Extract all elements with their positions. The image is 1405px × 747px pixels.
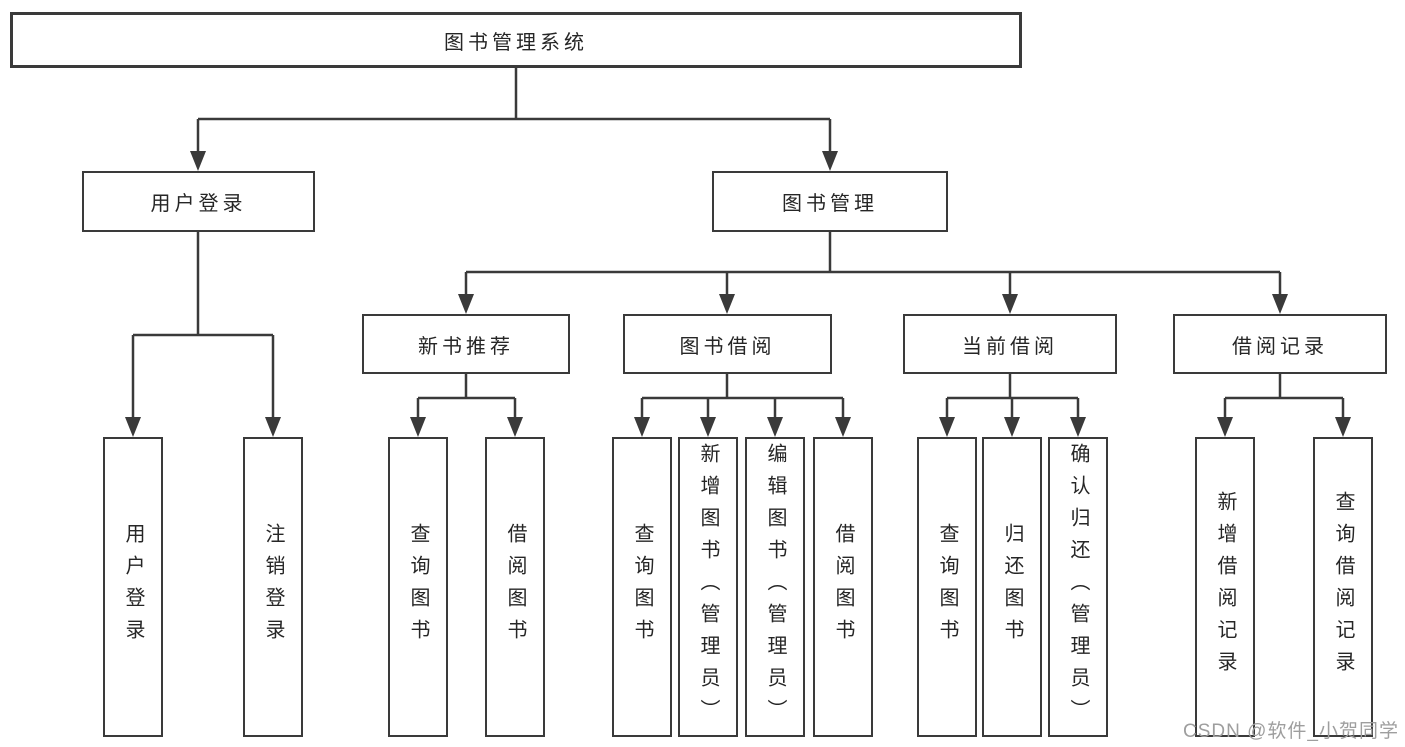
- edge-borrowrecords-to-children: [1223, 374, 1345, 419]
- arrowhead-bb-borrow-books: [835, 417, 851, 437]
- node-bb-query-books-label: 查询图书: [631, 523, 653, 651]
- node-br-query-record-label: 查询借阅记录: [1332, 491, 1354, 683]
- edge-currentborrow-to-children: [945, 374, 1080, 419]
- node-root-label: 图书管理系统: [444, 31, 588, 54]
- node-book-borrow: 图书借阅: [623, 314, 832, 374]
- arrowhead-cb-query-books: [939, 417, 955, 437]
- node-bb-add-books-label: 新增图书（管理员）: [697, 443, 719, 731]
- node-bb-borrow-books-label: 借阅图书: [832, 523, 854, 651]
- arrowhead-borrow-records: [1272, 294, 1288, 314]
- arrowhead-rec-query-books: [410, 417, 426, 437]
- edge-root-to-level2: [196, 68, 832, 153]
- node-rec-borrow-books: 借阅图书: [485, 437, 545, 737]
- node-cb-return-books: 归还图书: [982, 437, 1042, 737]
- node-rec-query-books-label: 查询图书: [407, 523, 429, 651]
- arrowhead-bb-query-books: [634, 417, 650, 437]
- node-user-login: 用户登录: [82, 171, 315, 232]
- edge-bookborrow-to-children: [640, 374, 845, 419]
- arrowhead-cb-return-books: [1004, 417, 1020, 437]
- node-new-book-rec: 新书推荐: [362, 314, 570, 374]
- arrowhead-cb-confirm-return: [1070, 417, 1086, 437]
- arrowhead-login-action: [125, 417, 141, 437]
- node-bb-query-books: 查询图书: [612, 437, 672, 737]
- node-rec-query-books: 查询图书: [388, 437, 448, 737]
- arrowhead-book-mgmt: [822, 151, 838, 171]
- node-book-mgmt-label: 图书管理: [782, 193, 878, 215]
- watermark: CSDN @软件_小贺同学: [1183, 721, 1399, 742]
- node-br-query-record: 查询借阅记录: [1313, 437, 1373, 737]
- node-br-add-record: 新增借阅记录: [1195, 437, 1255, 737]
- node-br-add-record-label: 新增借阅记录: [1214, 491, 1236, 683]
- arrowhead-user-login: [190, 151, 206, 171]
- edge-bookmgmt-to-level3: [464, 232, 1282, 296]
- node-book-mgmt: 图书管理: [712, 171, 948, 232]
- node-login-action-label: 用户登录: [122, 523, 144, 651]
- node-cb-confirm-return: 确认归还（管理员）: [1048, 437, 1108, 737]
- node-logout-action: 注销登录: [243, 437, 303, 737]
- arrowhead-new-book-rec: [458, 294, 474, 314]
- node-borrow-records: 借阅记录: [1173, 314, 1387, 374]
- node-borrow-records-label: 借阅记录: [1232, 335, 1328, 358]
- arrowhead-book-borrow: [719, 294, 735, 314]
- arrowhead-current-borrow: [1002, 294, 1018, 314]
- node-user-login-label: 用户登录: [150, 193, 247, 215]
- node-bb-edit-books-label: 编辑图书（管理员）: [764, 443, 786, 731]
- node-rec-borrow-books-label: 借阅图书: [504, 523, 526, 651]
- node-cb-confirm-return-label: 确认归还（管理员）: [1067, 443, 1089, 731]
- edge-userlogin-to-children: [131, 232, 275, 419]
- node-login-action: 用户登录: [103, 437, 163, 737]
- node-bb-borrow-books: 借阅图书: [813, 437, 873, 737]
- node-book-borrow-label: 图书借阅: [679, 335, 776, 358]
- node-cb-query-books: 查询图书: [917, 437, 977, 737]
- node-new-book-rec-label: 新书推荐: [418, 335, 514, 358]
- node-bb-edit-books: 编辑图书（管理员）: [745, 437, 805, 737]
- arrowhead-br-add-record: [1217, 417, 1233, 437]
- node-cb-return-books-label: 归还图书: [1001, 523, 1023, 651]
- node-bb-add-books: 新增图书（管理员）: [678, 437, 738, 737]
- node-current-borrow: 当前借阅: [903, 314, 1117, 374]
- arrowhead-rec-borrow-books: [507, 417, 523, 437]
- node-current-borrow-label: 当前借阅: [962, 335, 1058, 358]
- arrowhead-bb-edit-books: [767, 417, 783, 437]
- node-logout-action-label: 注销登录: [262, 523, 284, 651]
- arrowhead-br-query-record: [1335, 417, 1351, 437]
- arrowhead-bb-add-books: [700, 417, 716, 437]
- edge-newbookrec-to-children: [416, 374, 517, 419]
- node-root: 图书管理系统: [10, 12, 1022, 68]
- arrowhead-logout-action: [265, 417, 281, 437]
- node-cb-query-books-label: 查询图书: [936, 523, 958, 651]
